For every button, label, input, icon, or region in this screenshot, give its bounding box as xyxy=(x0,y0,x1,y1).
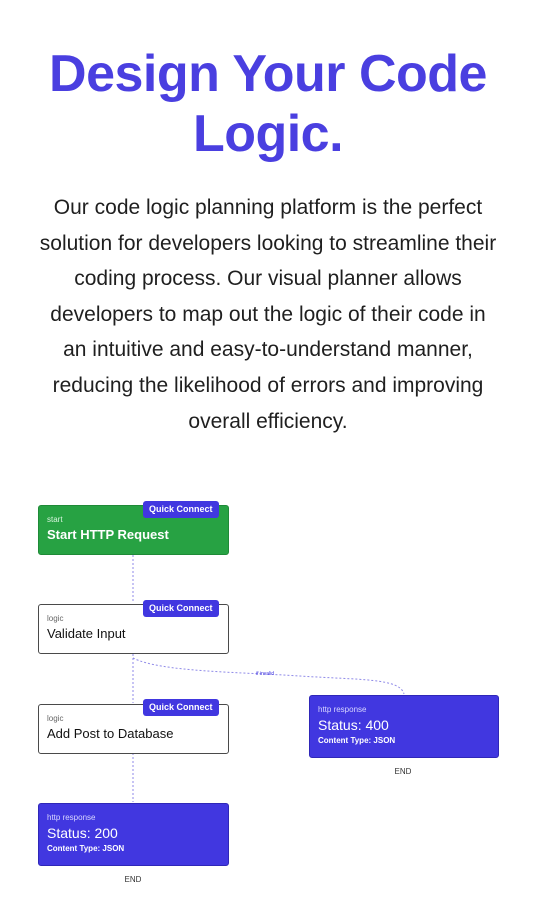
node-kind-label: http response xyxy=(318,705,367,714)
hero-title: Design Your Code Logic. xyxy=(49,45,487,163)
node-title: Validate Input xyxy=(47,626,126,641)
node-kind-label: http response xyxy=(47,813,96,822)
flow-connectors xyxy=(132,555,405,802)
node-kind-label: logic xyxy=(47,714,64,723)
flow-diagram: if invalid start Start HTTP Request Quic… xyxy=(0,490,536,895)
node-start-http-request[interactable]: start Start HTTP Request xyxy=(38,505,229,555)
quick-connect-button[interactable]: Quick Connect xyxy=(143,600,219,617)
node-content-type: Content Type: JSON xyxy=(47,844,125,853)
node-http-response-400[interactable]: http response Status: 400 Content Type: … xyxy=(309,695,499,758)
connector-validate-to-resp-400 xyxy=(132,657,405,695)
node-kind-label: start xyxy=(47,515,63,524)
node-title: Start HTTP Request xyxy=(47,527,169,542)
node-content-type: Content Type: JSON xyxy=(318,736,396,745)
end-label: END xyxy=(124,875,142,884)
quick-connect-button[interactable]: Quick Connect xyxy=(143,699,219,716)
node-add-post-to-database[interactable]: logic Add Post to Database xyxy=(38,704,229,754)
node-kind-label: logic xyxy=(47,614,64,623)
node-http-response-200[interactable]: http response Status: 200 Content Type: … xyxy=(38,803,229,866)
node-title: Status: 400 xyxy=(318,717,389,733)
node-title: Add Post to Database xyxy=(47,726,174,741)
hero-description: Our code logic planning platform is the … xyxy=(39,196,497,433)
edge-label-if-invalid: if invalid xyxy=(256,671,275,677)
end-label: END xyxy=(394,767,412,776)
node-title: Status: 200 xyxy=(47,825,118,841)
quick-connect-button[interactable]: Quick Connect xyxy=(143,501,219,518)
